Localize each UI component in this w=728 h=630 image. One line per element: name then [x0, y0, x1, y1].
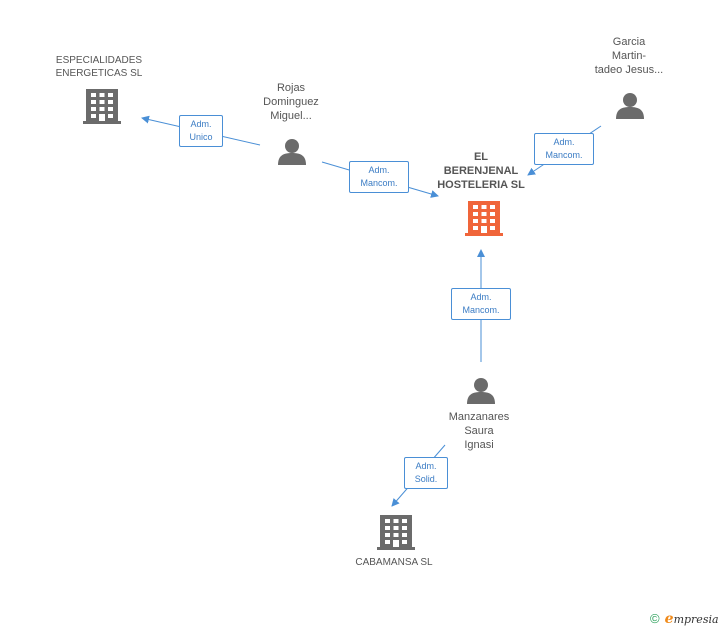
building-icon[interactable]: [465, 201, 503, 236]
node-rojas-dominguez[interactable]: Rojas Dominguez Miguel...: [263, 82, 319, 122]
edge-label-adm-solid: Adm. Solid.: [404, 457, 448, 489]
node-especialidades-energeticas[interactable]: ESPECIALIDADES ENERGETICAS SL: [55, 55, 143, 79]
node-el-berenjenal-hosteleria[interactable]: EL BERENJENAL HOSTELERIA SL: [437, 151, 525, 191]
person-icon[interactable]: [467, 378, 495, 404]
node-manzanares-saura[interactable]: Manzanares Saura Ignasi: [448, 411, 510, 451]
empresia-logo[interactable]: empresia: [664, 611, 719, 627]
edge-label-adm-mancom-manzanares: Adm. Mancom.: [451, 288, 511, 320]
building-icon[interactable]: [83, 89, 121, 124]
edge-label-adm-mancom-rojas: Adm. Mancom.: [349, 161, 409, 193]
person-icon[interactable]: [616, 93, 644, 119]
node-garcia-martin-tadeo[interactable]: Garcia Martin- tadeo Jesus...: [594, 36, 664, 76]
copyright-icon: ©: [650, 611, 660, 626]
edge-label-adm-mancom-garcia: Adm. Mancom.: [534, 133, 594, 165]
building-icon[interactable]: [377, 515, 415, 550]
edge-label-adm-unico: Adm. Unico: [179, 115, 223, 147]
footer-brand: © empresia: [650, 611, 719, 627]
person-icon[interactable]: [278, 139, 306, 165]
node-cabamansa[interactable]: CABAMANSA SL: [355, 557, 433, 568]
